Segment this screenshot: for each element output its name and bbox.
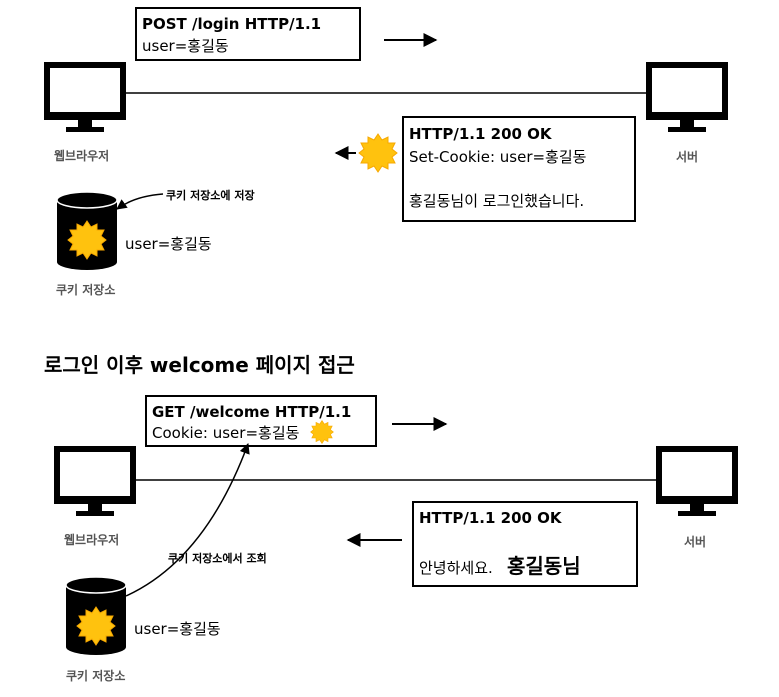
p2-cookie-value: user=홍길동	[134, 620, 221, 638]
p2-response-status: HTTP/1.1 200 OK	[419, 509, 563, 527]
p2-server-label: 서버	[684, 534, 706, 549]
p1-response-header: Set-Cookie: user=홍길동	[409, 148, 587, 166]
p1-response-cookie-icon	[358, 133, 398, 173]
p1-response-status: HTTP/1.1 200 OK	[409, 125, 553, 143]
p1-cookie-value: user=홍길동	[125, 235, 212, 253]
p1-server-monitor-icon	[646, 62, 728, 132]
p1-browser-label: 웹브라우저	[54, 148, 109, 163]
p2-store-label: 쿠키 저장소	[66, 668, 125, 683]
p2-lookup-note: 쿠키 저장소에서 조회	[168, 551, 267, 565]
p2-response-body-name: 홍길동님	[507, 554, 581, 578]
p2-browser-monitor-icon	[54, 446, 136, 516]
p1-request-body: user=홍길동	[142, 37, 229, 55]
p1-server-label: 서버	[676, 149, 698, 164]
p1-store-label: 쿠키 저장소	[56, 282, 115, 297]
p1-response-box	[402, 116, 636, 222]
p2-server-monitor-icon	[656, 446, 738, 516]
section-title: 로그인 이후 welcome 페이지 접근	[44, 353, 355, 377]
p2-request-cookie: Cookie: user=홍길동	[152, 424, 300, 442]
p1-store-note: 쿠키 저장소에 저장	[166, 188, 255, 202]
p2-request-box	[145, 395, 377, 447]
p2-response-body-prefix: 안녕하세요.	[419, 559, 493, 577]
p1-browser-monitor-icon	[44, 62, 126, 132]
p2-lookup-arrow	[125, 443, 250, 597]
p1-request-box	[135, 7, 361, 61]
p1-request-line: POST /login HTTP/1.1	[142, 15, 321, 33]
p2-browser-label: 웹브라우저	[64, 532, 119, 547]
p2-request-line: GET /welcome HTTP/1.1	[152, 403, 351, 421]
p2-response-box	[412, 501, 638, 587]
p1-response-body: 홍길동님이 로그인했습니다.	[409, 192, 584, 210]
p1-store-arrow	[116, 193, 164, 210]
